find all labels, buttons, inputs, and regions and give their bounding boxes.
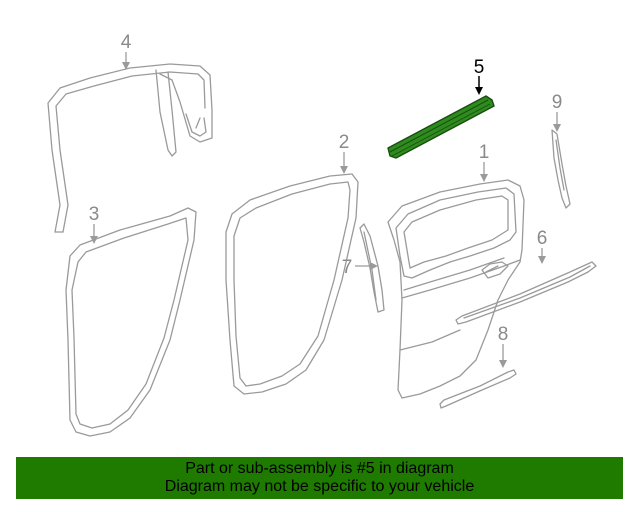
part-3-door-body-weatherstrip: [65, 207, 197, 437]
part-1-rear-door: [387, 179, 525, 399]
callout-5: 5: [474, 57, 485, 78]
arrowhead-2: [340, 166, 348, 174]
callout-8: 8: [498, 324, 509, 345]
callout-1: 1: [479, 142, 490, 163]
callout-7: 7: [342, 257, 353, 278]
arrowhead-3: [90, 236, 98, 244]
callout-4: 4: [121, 32, 132, 53]
part-7-trim: [359, 223, 385, 313]
part-4-door-frame-weatherstrip: [47, 63, 213, 233]
part-9-vertical-seal: [551, 129, 571, 209]
arrowhead-8: [499, 360, 507, 368]
arrowhead-6: [538, 256, 546, 264]
part-6-belt-molding: [455, 261, 597, 325]
arrowhead-1: [480, 174, 488, 182]
callout-2: 2: [339, 132, 350, 153]
arrowhead-4: [122, 62, 130, 70]
arrowhead-7: [370, 262, 378, 270]
callout-3: 3: [89, 204, 100, 225]
callout-6: 6: [537, 228, 548, 249]
part-8-lower-molding: [439, 369, 517, 409]
arrowhead-9: [553, 124, 561, 132]
callout-9: 9: [552, 92, 563, 113]
arrowhead-5: [475, 87, 483, 95]
part-5-highlighted-run-channel: [387, 95, 495, 159]
banner-line-disclaimer: Diagram may not be specific to your vehi…: [164, 478, 475, 495]
banner-line-part-number: Part or sub-assembly is #5 in diagram: [185, 460, 454, 477]
part-2-door-opening-weatherstrip: [225, 173, 359, 395]
info-banner: Part or sub-assembly is #5 in diagram Di…: [16, 457, 623, 499]
